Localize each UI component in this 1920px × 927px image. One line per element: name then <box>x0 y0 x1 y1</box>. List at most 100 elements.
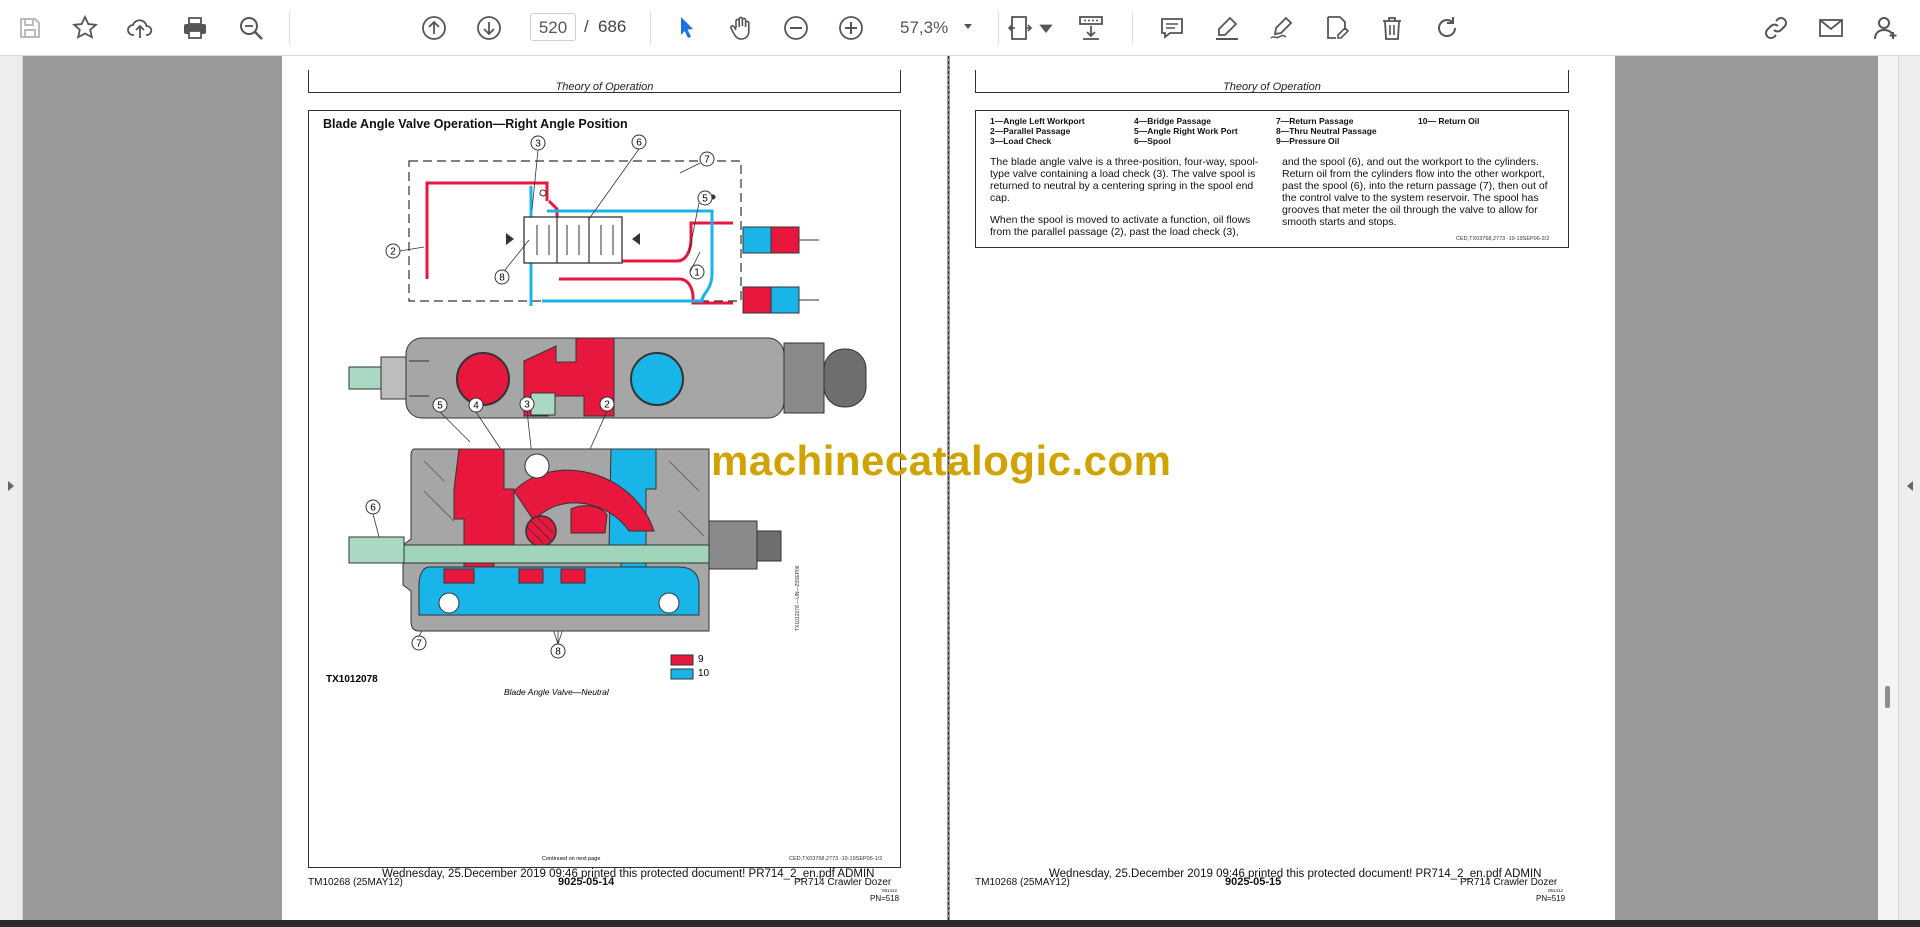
body-paragraph: When the spool is moved to activate a fu… <box>990 214 1251 238</box>
share-link-icon[interactable] <box>1758 10 1794 46</box>
svg-text:7: 7 <box>416 639 422 650</box>
page-number-input[interactable]: 520 <box>530 13 576 41</box>
hydraulic-schematic <box>408 160 819 314</box>
page-number-code: PN=519 <box>1536 894 1566 903</box>
watermark-text: machinecatalogic.com <box>711 437 1172 484</box>
scroll-mode-icon[interactable] <box>1073 10 1109 46</box>
legend-item: 5—Angle Right Work Port <box>1134 126 1238 136</box>
side-code: TX1012078 —UN—29SEP06 <box>795 565 801 631</box>
highlight-pen-icon[interactable] <box>1209 10 1245 46</box>
bookmark-star-icon[interactable] <box>67 10 103 46</box>
print-icon[interactable] <box>177 10 213 46</box>
comment-icon[interactable] <box>1154 10 1190 46</box>
legend-label-10: 10 <box>698 668 710 679</box>
document-page-left: Theory of Operation Blade Angle Valve Op… <box>282 56 947 920</box>
legend-item: 7—Return Passage <box>1276 116 1354 126</box>
zoom-level-select[interactable]: 57,3% <box>900 18 949 37</box>
product-name: PR714 Crawler Dozer <box>1460 877 1558 888</box>
delete-icon[interactable] <box>1374 10 1410 46</box>
legend-label-9: 9 <box>698 654 704 665</box>
color-legend <box>670 654 694 680</box>
body-paragraph: The blade angle valve is a three-positio… <box>990 156 1259 204</box>
print-notice: Wednesday, 25.December 2019 09:46 printe… <box>1049 868 1542 880</box>
body-paragraph: and the spool (6), and out the workport … <box>1282 156 1548 228</box>
legend-item: 10— Return Oil <box>1418 116 1480 126</box>
legend-item: 2—Parallel Passage <box>990 126 1071 136</box>
toolbar-separator <box>1132 12 1133 44</box>
legend-text-box: 1—Angle Left Workport 2—Parallel Passage… <box>975 110 1569 248</box>
product-sub: 051412 <box>882 888 898 893</box>
figure-title: Blade Angle Valve Operation—Right Angle … <box>323 117 628 131</box>
expand-right-icon <box>8 481 14 491</box>
page-separator: / <box>584 17 589 36</box>
print-notice: Wednesday, 25.December 2019 09:46 printe… <box>382 868 875 880</box>
svg-text:3: 3 <box>524 400 530 411</box>
manual-id: TM10268 (25MAY12) <box>308 877 403 888</box>
svg-text:4: 4 <box>473 401 479 412</box>
zoom-search-icon[interactable] <box>233 10 269 46</box>
product-name: PR714 Crawler Dozer <box>794 877 892 888</box>
toolbar-separator <box>998 12 999 44</box>
draw-sign-icon[interactable] <box>1264 10 1300 46</box>
svg-text:3: 3 <box>535 139 541 150</box>
edit-text-icon[interactable] <box>1319 10 1355 46</box>
chevron-down-icon[interactable] <box>962 19 974 37</box>
svg-text:5: 5 <box>702 194 708 205</box>
chevron-down-icon[interactable] <box>1036 10 1056 46</box>
page-up-icon[interactable] <box>416 10 452 46</box>
svg-text:6: 6 <box>370 503 376 514</box>
toolbar: 520 / 686 57,3% <box>0 0 1920 56</box>
return-oil-swatch <box>670 668 694 680</box>
legend-item: 8—Thru Neutral Passage <box>1276 126 1377 136</box>
rotate-icon[interactable] <box>1429 10 1465 46</box>
product-sub: 051412 <box>1548 888 1564 893</box>
upload-cloud-icon[interactable] <box>122 10 158 46</box>
svg-text:8: 8 <box>555 647 561 658</box>
fit-page-icon[interactable] <box>1002 10 1038 46</box>
pressure-oil-swatch <box>670 654 694 666</box>
total-pages: 686 <box>598 17 627 36</box>
legend-item: 3—Load Check <box>990 136 1052 146</box>
email-icon[interactable] <box>1813 10 1849 46</box>
svg-text:7: 7 <box>704 155 710 166</box>
hand-pan-icon[interactable] <box>723 10 759 46</box>
save-icon[interactable] <box>12 10 48 46</box>
valve-diagram: 3 6 7 5 2 1 8 5 4 3 2 6 7 8 <box>348 134 867 680</box>
toolbar-separator <box>289 12 290 44</box>
scrollbar-thumb[interactable] <box>1885 686 1890 708</box>
page-header: Theory of Operation <box>308 70 901 93</box>
vertical-scrollbar[interactable] <box>1878 56 1898 920</box>
manual-id: TM10268 (25MAY12) <box>975 877 1070 888</box>
page-down-icon[interactable] <box>471 10 507 46</box>
legend-item: 6—Spool <box>1134 136 1171 146</box>
figure-caption: Blade Angle Valve—Neutral <box>504 687 609 697</box>
toolbar-separator <box>650 12 651 44</box>
window-bottom-edge <box>0 920 1920 927</box>
svg-text:8: 8 <box>499 273 505 284</box>
legend-item: 1—Angle Left Workport <box>990 116 1085 126</box>
select-cursor-icon[interactable] <box>669 10 705 46</box>
ref-code: CED,TX03768,2773 -19-19SEP06-2/2 <box>1456 236 1550 242</box>
legend-item: 9—Pressure Oil <box>1276 136 1340 146</box>
document-page-right: Theory of Operation 1—Angle Left Workpor… <box>950 56 1615 920</box>
svg-text:1: 1 <box>694 268 700 279</box>
zoom-in-icon[interactable] <box>833 10 869 46</box>
svg-text:2: 2 <box>390 247 396 258</box>
page-header: Theory of Operation <box>975 70 1569 93</box>
account-icon[interactable] <box>1868 10 1904 46</box>
continued-note: Continued on next page <box>542 856 601 862</box>
valve-cross-section-lower <box>348 448 782 632</box>
valve-cross-section-upper <box>348 337 867 419</box>
left-panel-toggle[interactable] <box>0 56 23 920</box>
figure-box: Blade Angle Valve Operation—Right Angle … <box>308 110 901 868</box>
ref-code: CED,TX03768,2773 -19-19SEP06-1/2 <box>789 856 883 862</box>
svg-text:2: 2 <box>604 400 610 411</box>
page-divider <box>948 56 949 920</box>
zoom-out-icon[interactable] <box>778 10 814 46</box>
right-panel-toggle[interactable] <box>1898 56 1920 920</box>
figure-id: TX1012078 <box>326 674 378 685</box>
svg-text:6: 6 <box>636 138 642 149</box>
section-number: 9025-05-15 <box>1225 876 1282 888</box>
svg-text:5: 5 <box>437 401 443 412</box>
expand-left-icon <box>1907 481 1913 491</box>
